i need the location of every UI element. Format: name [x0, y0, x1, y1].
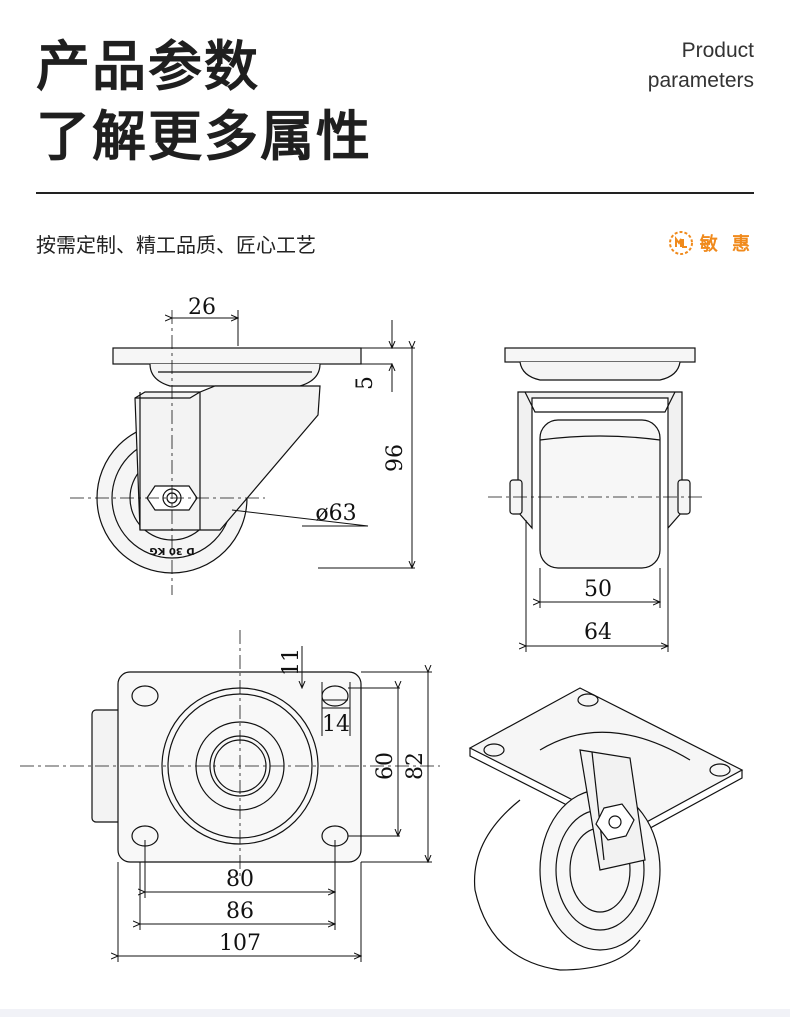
front-dimensions	[526, 520, 668, 652]
page-title-line-1: 产品参数	[36, 35, 260, 98]
dim-wheel-diameter: ø63	[315, 501, 356, 526]
footer-band	[0, 1009, 790, 1017]
isometric-view	[468, 687, 744, 971]
dim-wheel-width: 50	[584, 577, 612, 602]
logo-icon	[668, 231, 693, 255]
brand-name: 敏 惠	[699, 234, 754, 255]
subtitle: 按需定制、精工品质、匠心工艺	[36, 233, 316, 257]
dim-offset: 26	[188, 295, 216, 320]
side-dimensions	[172, 310, 415, 568]
dim-hole-span: 80	[226, 867, 254, 892]
dim-overall-width: 64	[584, 620, 612, 645]
side-view: D 30 KG	[70, 310, 362, 595]
dim-plate-width: 107	[219, 931, 261, 956]
english-title-line-1: Product	[681, 39, 754, 62]
wheel-marking: D 30 KG	[149, 545, 194, 556]
technical-drawing: D 30 KG 26 5 96 ø63 50 64	[20, 295, 744, 971]
header-divider	[36, 192, 754, 194]
dim-plate-height: 82	[403, 752, 428, 780]
english-title: Product parameters	[648, 36, 754, 96]
brand: 敏 惠	[668, 230, 754, 256]
top-view	[20, 630, 440, 880]
dim-hole-offset: 11	[279, 648, 304, 676]
dim-plate: 5	[353, 376, 378, 390]
top-dimensions	[118, 646, 432, 962]
english-title-line-2: parameters	[647, 69, 754, 92]
dim-hole-inset: 14	[322, 712, 350, 737]
dim-plate-inner: 86	[226, 899, 254, 924]
page-title-line-2: 了解更多属性	[36, 105, 372, 168]
dim-height: 96	[383, 444, 408, 472]
front-view	[488, 347, 705, 569]
dim-inner-height: 60	[373, 752, 398, 780]
